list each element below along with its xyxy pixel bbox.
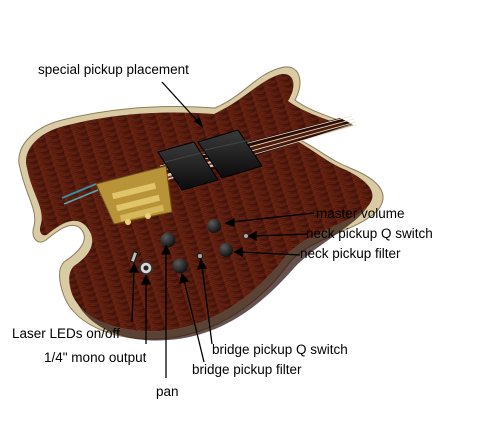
leader-neck-q — [253, 233, 309, 237]
pan-knob — [160, 232, 176, 248]
label-mono-output: 1/4" mono output — [44, 350, 147, 365]
label-special-pickup-placement: special pickup placement — [38, 62, 189, 77]
leader-bridge-q — [201, 265, 213, 345]
label-pan: pan — [156, 384, 179, 399]
output-jack-hole — [143, 265, 149, 271]
bridge-pickup — [157, 141, 219, 191]
leader-bridge-filter — [183, 279, 205, 363]
pickups — [157, 129, 263, 191]
neck-pickup — [197, 129, 263, 179]
label-neck-pickup-filter: neck pickup filter — [300, 246, 401, 261]
bridge-q-switch — [197, 253, 203, 259]
label-neck-pickup-q-switch: neck pickup Q switch — [306, 226, 433, 241]
leader-special-pickup — [161, 81, 203, 127]
leader-laser-leds — [131, 269, 135, 323]
bridge-filter-knob — [172, 258, 188, 274]
label-master-volume: master volume — [316, 206, 405, 221]
master-volume-knob — [207, 219, 221, 233]
body-shadow — [74, 206, 368, 341]
neck-filter-knob — [219, 243, 233, 257]
label-bridge-pickup-q-switch: bridge pickup Q switch — [212, 342, 348, 357]
laser-led-switch — [129, 250, 139, 264]
bridge — [61, 165, 173, 225]
leader-neck-filter — [239, 251, 301, 256]
leader-master-volume — [231, 212, 315, 223]
label-bridge-pickup-filter: bridge pickup filter — [192, 362, 302, 377]
leader-lines — [128, 81, 315, 378]
label-laser-leds: Laser LEDs on/off — [12, 326, 120, 341]
